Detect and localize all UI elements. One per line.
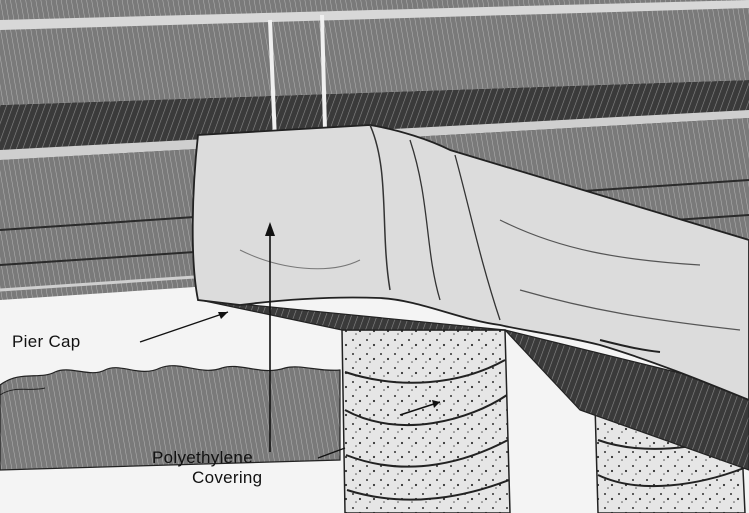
polyethylene-label-line1: Polyethylene bbox=[152, 448, 253, 467]
polyethylene-label-line2: Covering bbox=[192, 468, 262, 487]
left-pier-column bbox=[342, 330, 510, 513]
pier-cap-arrowhead bbox=[218, 312, 228, 319]
pier-cap-label: Pier Cap bbox=[12, 332, 81, 351]
